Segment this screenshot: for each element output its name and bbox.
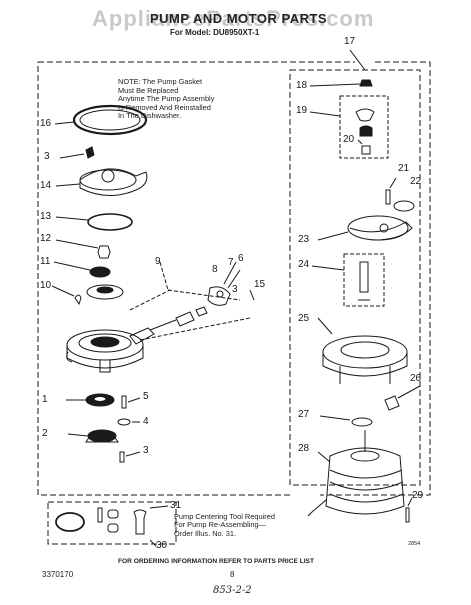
callout-22: 22 bbox=[410, 176, 422, 187]
callout-3: 3 bbox=[44, 151, 50, 162]
callout-28: 28 bbox=[298, 443, 310, 454]
tool-note-line: Order Illus. No. 31. bbox=[174, 528, 237, 538]
callout-16: 16 bbox=[40, 118, 52, 129]
note-line: Is Removed And Reinstalled bbox=[118, 102, 211, 112]
model-line: For Model: DU8950XT-1 bbox=[170, 28, 260, 37]
callout-15: 15 bbox=[254, 279, 266, 290]
callout-29: 29 bbox=[412, 490, 424, 501]
callout-18: 18 bbox=[296, 80, 308, 91]
watermark: AppliancePartsPros.com bbox=[92, 6, 375, 31]
note-line: Must Be Replaced bbox=[118, 85, 179, 95]
gasket-note: NOTE: The Pump Gasket Must Be Replaced A… bbox=[118, 77, 248, 121]
pump-gasket-inner bbox=[79, 109, 141, 131]
tool-note: Pump Centering Tool Required For Pump Re… bbox=[174, 512, 275, 538]
note-line: In The Dishwasher. bbox=[118, 111, 182, 121]
callout-14: 14 bbox=[40, 180, 52, 191]
callout-5: 5 bbox=[143, 391, 149, 402]
callout-12: 12 bbox=[40, 233, 52, 244]
callout-3b: 3 bbox=[232, 284, 238, 295]
callout-26: 26 bbox=[410, 373, 422, 384]
callout-3c: 3 bbox=[143, 445, 149, 456]
callout-17: 17 bbox=[344, 36, 356, 47]
callout-13: 13 bbox=[40, 211, 52, 222]
callout-10: 10 bbox=[40, 280, 52, 291]
callout-21: 21 bbox=[398, 163, 410, 174]
callout-30: 30 bbox=[156, 540, 168, 551]
callout-8: 8 bbox=[212, 264, 218, 275]
callout-7: 7 bbox=[228, 257, 234, 268]
callout-2: 2 bbox=[42, 428, 48, 439]
tool-note-line: For Pump Re-Assembling— bbox=[174, 520, 267, 530]
motor-assembly-frame bbox=[289, 69, 421, 486]
pump-gasket bbox=[72, 104, 148, 136]
ordering-info: FOR ORDERING INFORMATION REFER TO PARTS … bbox=[118, 558, 314, 565]
document-number: 3370170 bbox=[42, 570, 74, 579]
callout-23: 23 bbox=[298, 234, 310, 245]
callout-1: 1 bbox=[42, 394, 48, 405]
callout-6: 6 bbox=[238, 253, 244, 264]
callout-31: 31 bbox=[170, 500, 182, 511]
page-title: PUMP AND MOTOR PARTS bbox=[150, 11, 328, 26]
outer-dashed-frame bbox=[37, 61, 431, 496]
handwritten-note: 853-2-2 bbox=[213, 585, 252, 596]
leader-17 bbox=[349, 49, 366, 71]
note-line: Anytime The Pump Assembly bbox=[118, 94, 215, 104]
callout-9: 9 bbox=[155, 256, 161, 267]
callout-24: 24 bbox=[298, 259, 310, 270]
callout-25: 25 bbox=[298, 313, 310, 324]
callout-19: 19 bbox=[296, 105, 308, 116]
callout-27: 27 bbox=[298, 409, 310, 420]
page-number: 8 bbox=[230, 570, 235, 579]
tool-note-line: Pump Centering Tool Required bbox=[174, 512, 275, 521]
callout-11: 11 bbox=[40, 256, 51, 267]
note-line: NOTE: The Pump Gasket bbox=[118, 77, 203, 86]
corner-code: 2854 bbox=[408, 541, 421, 547]
callout-4: 4 bbox=[143, 416, 149, 427]
callout-20: 20 bbox=[343, 134, 355, 145]
